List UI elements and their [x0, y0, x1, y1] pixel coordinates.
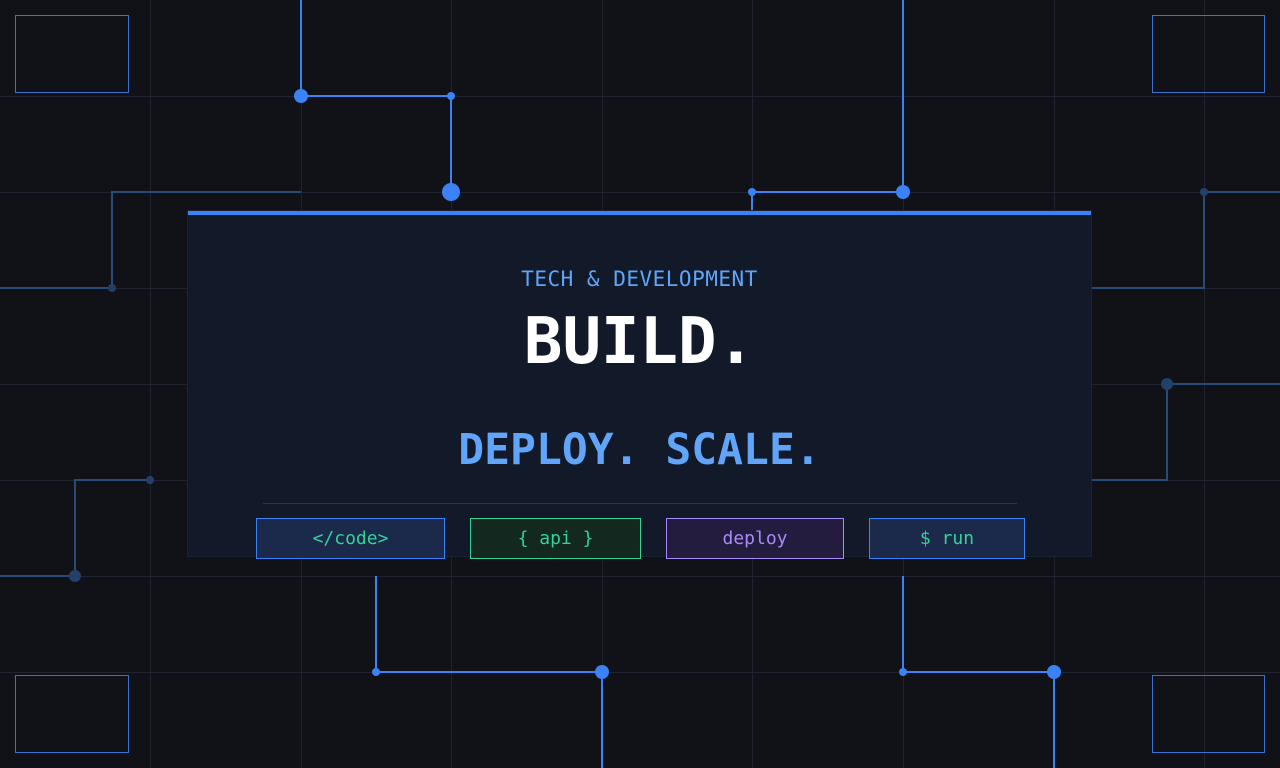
corner-boxes: [15, 15, 1265, 753]
hero-title: BUILD.: [523, 305, 756, 379]
hero-title-secondary: DEPLOY. SCALE.: [458, 425, 821, 475]
tag-label: { api }: [517, 528, 594, 549]
tag-code: </code>: [256, 518, 445, 559]
tag-deploy: deploy: [666, 518, 844, 559]
hero-card: TECH & DEVELOPMENT BUILD. DEPLOY. SCALE.: [188, 211, 1091, 556]
dim-nodes: [69, 188, 1208, 582]
dim-traces: [0, 191, 1280, 577]
tag-api: { api }: [470, 518, 641, 559]
tag-run: $ run: [869, 518, 1025, 559]
divider: [263, 503, 1017, 504]
tag-label: $ run: [919, 528, 975, 549]
tag-label: deploy: [722, 528, 788, 549]
bright-nodes: [294, 89, 1061, 679]
bright-traces: [300, 0, 1055, 768]
hero-subtitle: TECH & DEVELOPMENT: [521, 267, 758, 291]
tag-label: </code>: [312, 528, 389, 549]
